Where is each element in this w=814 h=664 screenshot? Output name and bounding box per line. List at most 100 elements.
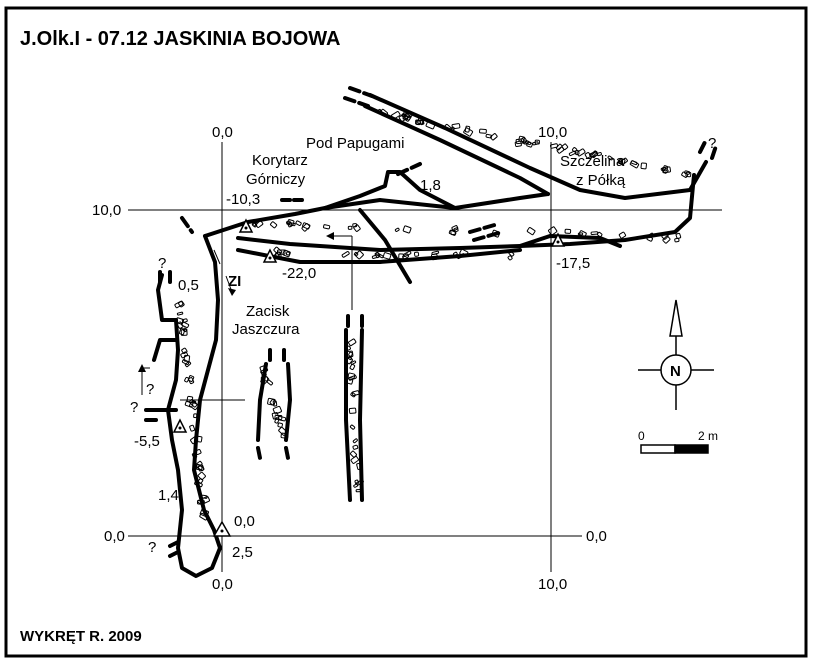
rubble-block — [619, 157, 628, 166]
rubble-block — [382, 252, 392, 260]
rubble-block — [275, 251, 282, 259]
rubble-block — [191, 400, 197, 404]
rubble-block — [548, 226, 558, 236]
rubble-block — [188, 399, 198, 408]
rubble-block — [193, 413, 198, 419]
rubble-block — [596, 231, 603, 238]
label-zacisk: Zacisk — [246, 303, 290, 320]
rubble-block — [431, 253, 438, 261]
rubble-block — [272, 405, 282, 415]
station-triangle — [238, 218, 254, 233]
grid-label-top-x10: 10,0 — [538, 124, 567, 141]
rubble-block — [252, 219, 260, 227]
rubble-block — [350, 392, 356, 398]
compass-rose — [638, 299, 714, 410]
rubble-block — [195, 449, 202, 456]
rubble-block — [402, 113, 412, 122]
rubble-block — [514, 140, 522, 148]
rubble-block — [196, 499, 205, 505]
rubble-block — [630, 160, 638, 166]
rubble-block — [199, 508, 210, 518]
compass-north-label: N — [670, 363, 681, 380]
unsurveyed-ends — [144, 86, 718, 558]
depth-m22-0: -22,0 — [282, 265, 316, 282]
question-mark-mid: ? — [146, 381, 154, 398]
grid-label-top-x0: 0,0 — [212, 124, 233, 141]
rubble-block — [201, 496, 211, 504]
rubble-block — [181, 318, 188, 323]
rubble-block — [302, 222, 311, 230]
rubble-block — [356, 462, 362, 470]
rubble-block — [190, 436, 199, 445]
rubble-block — [684, 170, 691, 175]
rubble-block — [262, 367, 269, 373]
rubble-block — [561, 143, 569, 151]
north-arrow-icon — [669, 299, 683, 337]
rubble-block — [464, 125, 471, 133]
rubble-block — [345, 356, 353, 365]
arrow-heads — [138, 232, 334, 372]
rubble-block — [352, 444, 359, 450]
rubble-block — [260, 375, 270, 385]
station-triangle — [172, 418, 188, 433]
rubble-block — [578, 230, 587, 238]
scale-end: 2 m — [698, 429, 718, 443]
rubble-block — [295, 220, 302, 226]
rubble-block — [350, 360, 357, 365]
scale-bar — [640, 444, 709, 454]
rubble-block — [485, 133, 493, 139]
rubble-block — [184, 361, 192, 368]
depth-0-0: 0,0 — [234, 513, 255, 530]
rubble-block — [282, 249, 291, 258]
rubble-block — [289, 222, 296, 227]
depth-m5-5: -5,5 — [134, 433, 160, 450]
rubble-block — [181, 359, 190, 366]
rubble-block — [197, 464, 205, 472]
rubble-block — [491, 229, 501, 238]
rubble-block — [349, 363, 356, 371]
rubble-block — [451, 123, 461, 130]
depth-1-8: 1,8 — [420, 177, 441, 194]
rubble-block — [674, 237, 680, 243]
rubble-block — [277, 422, 283, 428]
station-triangle — [262, 248, 278, 263]
rubble-block — [267, 397, 276, 406]
rubble-block — [188, 377, 195, 385]
rubble-block — [640, 162, 647, 170]
rubble-block — [348, 407, 357, 414]
rubble-block — [197, 478, 204, 484]
question-mark-w: ? — [158, 255, 166, 272]
rubble-block — [347, 225, 353, 230]
depth-m17-5: -17,5 — [556, 255, 590, 272]
label-gorniczy: Górniczy — [246, 171, 306, 188]
rubble-block — [377, 108, 383, 115]
rubble-block — [352, 223, 358, 228]
rubble-block — [660, 167, 666, 171]
grid-label-bottom-x10: 10,0 — [538, 576, 567, 593]
rubble-block — [352, 438, 358, 444]
rubble-block — [176, 311, 184, 316]
rubble-block — [518, 135, 525, 143]
rubble-block — [571, 147, 578, 153]
rubble-block — [347, 372, 356, 379]
station-triangle — [550, 232, 566, 247]
rubble-block — [576, 148, 586, 157]
grid-label-left-y0: 0,0 — [104, 528, 125, 545]
rubble-block — [181, 347, 188, 354]
depth-m10-3: -10,3 — [226, 191, 260, 208]
rubble-block — [391, 111, 401, 120]
rubble-block — [353, 224, 361, 232]
rubble-block — [662, 235, 671, 244]
depth-1-4: 1,4 — [158, 487, 179, 504]
rubble-block — [453, 227, 459, 233]
station-triangle — [212, 520, 232, 537]
rubble-block — [178, 300, 185, 308]
rubble-block — [344, 345, 351, 352]
rubble-block — [201, 494, 208, 499]
rubble-block — [402, 225, 412, 234]
rubble-block — [398, 253, 404, 260]
rubble-block — [176, 321, 184, 329]
rubble-block — [194, 435, 203, 443]
rubble-block — [194, 481, 203, 488]
